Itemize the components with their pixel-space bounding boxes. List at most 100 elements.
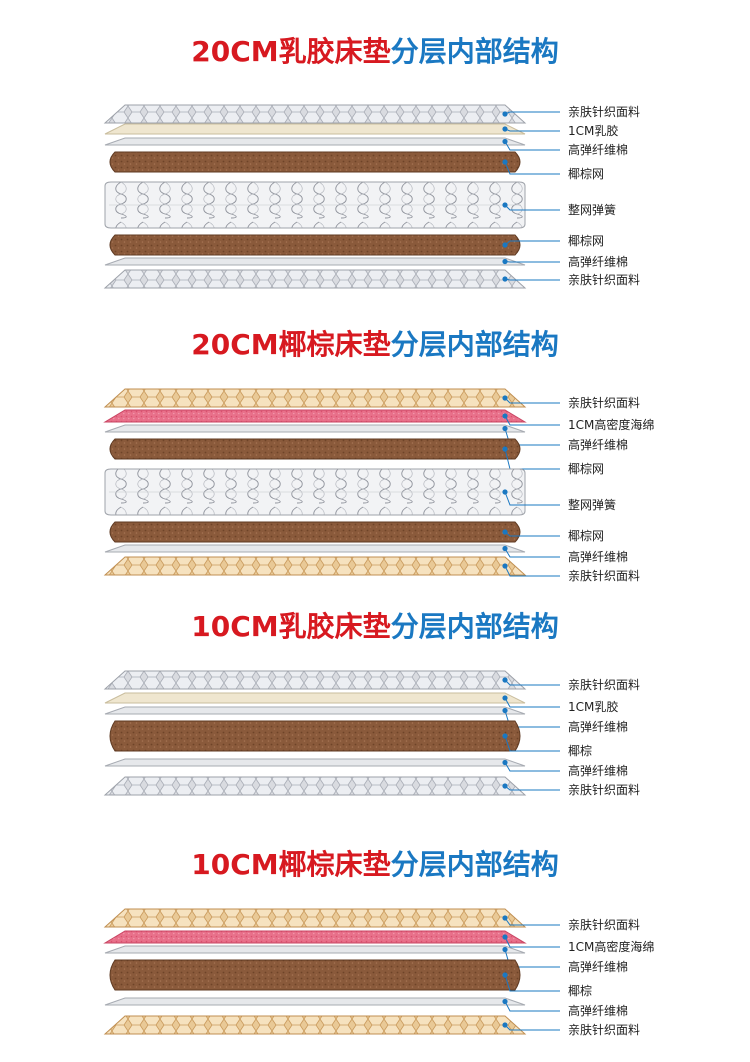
layer-coir-thin [109,151,521,173]
layer-fabric-gray [103,670,527,690]
leader-dot [502,707,508,714]
layer-coir-thin [109,521,521,543]
layer-label: 椰棕 [568,743,592,758]
layer-sponge [103,409,527,423]
layer-label: 亲肤针织面料 [568,677,640,692]
layer-label: 1CM乳胶 [568,699,618,714]
leader-dot [502,934,508,940]
leader-dot [502,126,508,132]
layer-fiber [104,257,526,266]
layer-label: 1CM高密度海绵 [568,417,654,432]
layer-fiber [104,945,526,954]
layer-label: 高弹纤维棉 [568,763,628,778]
leader-line [504,917,560,926]
layer-fabric-gray [103,776,527,796]
leader-line [504,936,560,948]
layer-label: 亲肤针织面料 [568,1022,640,1037]
layer-fiber [104,137,526,146]
layer-fiber [104,997,526,1006]
leader-line [504,161,560,175]
layer-label: 椰棕网 [568,166,604,181]
layer-latex [104,692,526,704]
leader-dot [502,276,508,282]
layer-label: 高弹纤维棉 [568,549,628,564]
layer-coir-thick [109,959,521,991]
layer-label: 亲肤针织面料 [568,917,640,932]
leader-line [504,762,560,772]
layer-fabric-gray [103,269,527,289]
layer-label: 1CM乳胶 [568,123,618,138]
leader-line [504,735,560,752]
layer-label: 高弹纤维棉 [568,142,628,157]
title-red-part: 20CM乳胶床垫 [191,35,391,68]
leader-line [504,1001,560,1012]
section-title: 10CM乳胶床垫分层内部结构 [0,605,750,645]
leader-dot [502,258,508,265]
layer-fiber [104,424,526,433]
leader-line [504,974,560,992]
leader-dot [502,425,508,432]
leader-dot [502,138,508,145]
layer-label: 椰棕网 [568,528,604,543]
leader-dot [502,395,508,401]
layer-label: 高弹纤维棉 [568,959,628,974]
layer-fiber [104,706,526,715]
leader-line [504,565,560,577]
leader-line [504,415,560,426]
layer-label: 亲肤针织面料 [568,395,640,410]
layer-fabric-gold [103,388,527,408]
leader-dot [502,915,508,921]
layer-label: 亲肤针织面料 [568,104,640,119]
layer-label: 高弹纤维棉 [568,254,628,269]
leader-dot [502,783,508,789]
title-red-part: 10CM椰棕床垫 [191,848,391,881]
section-title: 20CM乳胶床垫分层内部结构 [0,30,750,70]
title-blue-part: 分层内部结构 [390,848,559,881]
title-blue-part: 分层内部结构 [390,35,559,68]
leader-dot [502,111,508,117]
leader-line [504,141,560,151]
layer-fiber [104,544,526,553]
leader-dot [502,759,508,766]
title-red-part: 20CM椰棕床垫 [191,328,391,361]
layer-label: 1CM高密度海绵 [568,939,654,954]
layer-coir-thin [109,438,521,460]
title-blue-part: 分层内部结构 [390,328,559,361]
layer-sponge [103,930,527,944]
leader-line [504,491,560,506]
layer-spring [104,181,526,229]
layer-label: 椰棕网 [568,461,604,476]
layer-label: 整网弹簧 [568,202,616,217]
leader-dot [502,242,508,248]
leader-dot [502,972,508,978]
layer-label: 椰棕 [568,983,592,998]
leader-dot [502,202,508,208]
layer-spring [104,468,526,516]
section-title: 10CM椰棕床垫分层内部结构 [0,843,750,883]
leader-dot [502,998,508,1005]
layer-coir-thick [109,720,521,752]
leader-dot [502,1022,508,1028]
leader-line [504,548,560,558]
layer-fabric-gold [103,556,527,576]
layer-label: 高弹纤维棉 [568,719,628,734]
layer-label: 亲肤针织面料 [568,272,640,287]
layer-label: 亲肤针织面料 [568,782,640,797]
layer-fiber [104,758,526,767]
layer-coir-thin [109,234,521,256]
title-red-part: 10CM乳胶床垫 [191,610,391,643]
layer-fabric-gold [103,1015,527,1035]
section-title: 20CM椰棕床垫分层内部结构 [0,323,750,363]
layer-label: 椰棕网 [568,233,604,248]
layer-label: 高弹纤维棉 [568,1003,628,1018]
layer-latex [104,123,526,135]
leader-dot [502,489,508,495]
leader-dot [502,159,508,165]
